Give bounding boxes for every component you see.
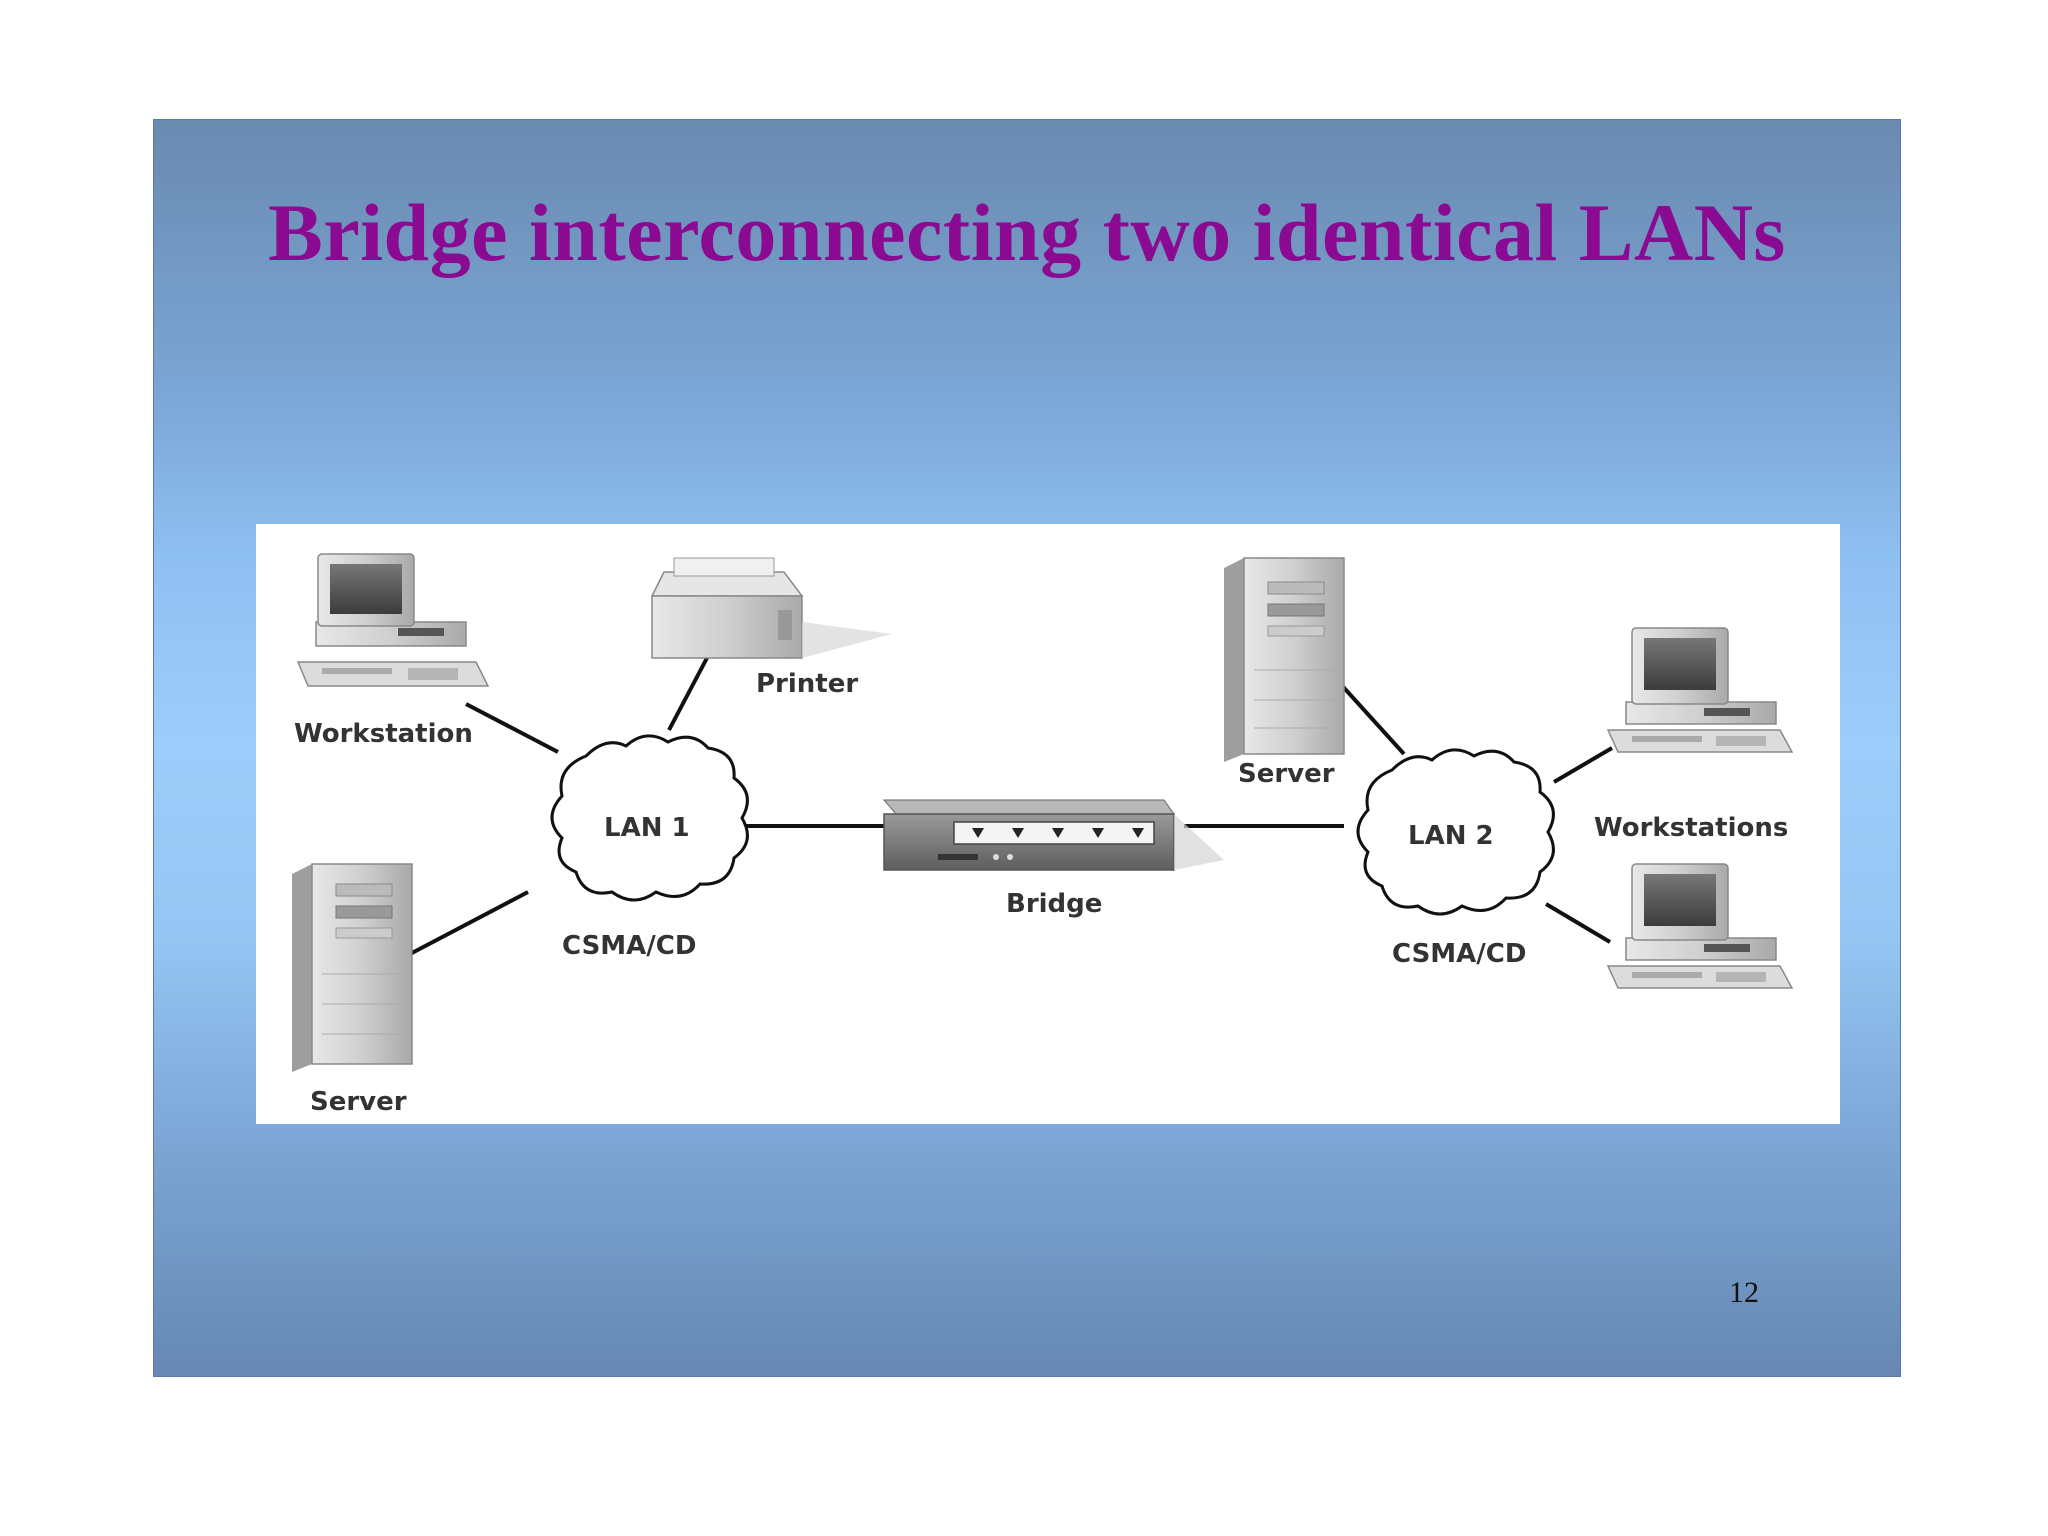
link-printer-lan1 bbox=[667, 655, 710, 731]
lan1-workstation-label: Workstation bbox=[294, 719, 473, 749]
server-icon bbox=[1224, 557, 1345, 762]
lan1-cloud-icon bbox=[550, 734, 749, 902]
link-lan2-workstation-top bbox=[1552, 746, 1614, 784]
lan2-workstations-label: Workstations bbox=[1594, 813, 1788, 843]
slide-title: Bridge interconnecting two identical LAN… bbox=[268, 187, 1786, 278]
lan1-server-label: Server bbox=[310, 1087, 407, 1117]
workstation-icon bbox=[1606, 863, 1794, 989]
workstation-icon bbox=[1606, 627, 1794, 753]
printer-icon bbox=[650, 557, 892, 659]
lan2-server-label: Server bbox=[1238, 759, 1335, 789]
page-number: 12 bbox=[1729, 1276, 1759, 1309]
network-links bbox=[409, 655, 1614, 956]
workstation-icon bbox=[296, 553, 490, 687]
lan2-name: LAN 2 bbox=[1408, 821, 1494, 851]
lan2-protocol: CSMA/CD bbox=[1392, 939, 1526, 969]
lan1-name: LAN 1 bbox=[604, 813, 690, 843]
lan1-protocol: CSMA/CD bbox=[562, 931, 696, 961]
bridge-label: Bridge bbox=[1006, 889, 1102, 919]
network-diagram-svg: Workstation Printer Server bbox=[292, 553, 1794, 1117]
lan2-cloud-icon bbox=[1356, 748, 1555, 916]
bridge-device-icon bbox=[882, 799, 1224, 871]
slide: Bridge interconnecting two identical LAN… bbox=[154, 120, 1900, 1376]
link-server-lan2 bbox=[1334, 677, 1406, 756]
server-icon bbox=[292, 863, 413, 1072]
link-server-lan1 bbox=[409, 890, 529, 956]
network-diagram: Workstation Printer Server bbox=[256, 524, 1840, 1124]
link-workstation-lan1 bbox=[465, 702, 559, 754]
link-lan2-workstation-bottom bbox=[1544, 902, 1612, 944]
lan1-printer-label: Printer bbox=[756, 669, 858, 699]
